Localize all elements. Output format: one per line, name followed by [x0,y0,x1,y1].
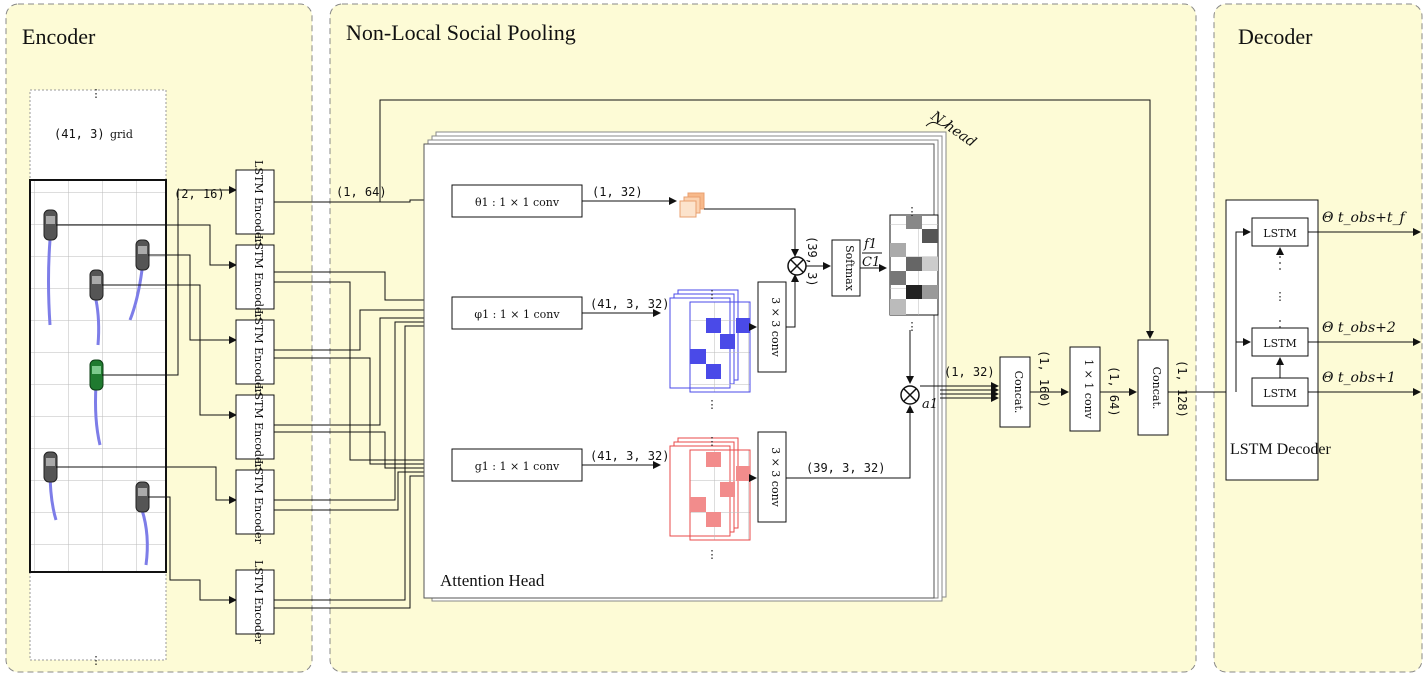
softmax-block [831,239,861,297]
grid-word-label: grid [110,128,133,141]
g-out-dim: (41, 3, 32) [590,449,669,463]
phi-3x3-conv-block [757,281,787,373]
conv1x1-block [1069,346,1101,432]
g-conv-to-mult [786,405,914,479]
phi-feature-map [669,289,751,393]
g-conv-label: g1 : 1 × 1 conv [475,460,560,473]
conv-phi-dim: (39, 3) [805,236,819,287]
lstm-encoder-label: LSTM Encoder [252,310,265,394]
attention-head-label: Attention Head [440,571,545,590]
output-tf-label: Θ t_obs+t_f [1322,210,1407,226]
att-out-dim: (1, 32) [944,365,995,379]
car-icon [43,451,58,483]
a1-label: a1 [922,397,938,412]
g-conv-block [451,448,583,482]
car-icon [43,209,58,241]
lstm-encoder-label: LSTM Encoder [252,235,265,319]
encoder-out-dim: (2, 16) [174,187,225,201]
conv1-out-dim: (1, 64) [1107,366,1121,417]
phi-conv-to-mult [786,274,799,328]
top-ellipsis: ⋮ [91,87,102,100]
output-2-label: Θ t_obs+2 [1322,320,1396,336]
pooling-title: Non-Local Social Pooling [346,20,576,45]
theta-feature-icon [679,192,705,218]
encoder-title: Encoder [22,24,96,49]
multiply-icon [900,385,920,405]
heads-output [920,382,999,402]
phi-conv-label: φ1 : 1 × 1 conv [474,308,560,321]
theta-conv-block [451,184,583,218]
decoder-ellipsis: ⋮ [1275,290,1286,303]
skip-connection [379,99,1154,339]
bottom-ellipsis: ⋮ [91,654,102,667]
decoder-links [1235,228,1421,396]
g-3x3-conv-block [757,431,787,523]
multiply-icon [787,256,807,276]
attention-map [889,214,939,316]
phi-3x3-conv-label: 3 × 3 conv [769,297,782,358]
attn-top-ellipsis: ⋮ [907,205,918,218]
g-top-ellipsis: ⋮ [707,435,718,448]
phi-bottom-ellipsis: ⋮ [707,398,718,411]
lstm-decoder-label: LSTM Decoder [1230,441,1332,458]
lstm-encoder-label: LSTM Encoder [252,460,265,544]
theta-conv-label: θ1 : 1 × 1 conv [475,196,560,209]
lstm-cell-label: LSTM [1263,387,1296,400]
theta-to-mult [704,208,799,257]
concat2-out-dim: (1, 128) [1175,360,1189,418]
softmax-label: Softmax [843,245,856,292]
attn-bottom-ellipsis: ⋮ [907,320,918,333]
decoder-title: Decoder [1238,24,1313,49]
concat1-out-dim: (1, 160) [1037,350,1051,408]
output-1-label: Θ t_obs+1 [1322,370,1396,386]
lstm-encoders: LSTM Encoder LSTM Encoder LSTM Encoder L… [235,160,275,645]
lstm-cell-label: LSTM [1263,227,1296,240]
conv-g-dim: (39, 3, 32) [806,461,885,475]
concat-block-2 [1137,339,1169,436]
car-icon [135,239,150,271]
lstm-encoder-label: LSTM Encoder [252,560,265,644]
conv1x1-label: 1 × 1 conv [1082,359,1095,420]
theta-out-dim: (1, 32) [592,185,643,199]
g-3x3-conv-label: 3 × 3 conv [769,447,782,508]
car-icon [135,481,150,513]
ego-car-icon [89,359,104,391]
lstm-encoder-label: LSTM Encoder [252,385,265,469]
grid-dims-label: (41, 3) [54,127,105,141]
g-bottom-ellipsis: ⋮ [707,548,718,561]
phi-conv-block [451,296,583,330]
theta-in-dim: (1, 64) [336,185,387,199]
lstm-encoder-label: LSTM Encoder [252,160,265,244]
concat-block-1 [999,356,1031,428]
phi-out-dim: (41, 3, 32) [590,297,669,311]
c1-label: C1 [862,255,880,270]
concat-label-1: Concat. [1012,371,1025,414]
lstm-cell-label: LSTM [1263,337,1296,350]
phi-top-ellipsis: ⋮ [707,288,718,301]
car-connectors [56,186,237,604]
f1-label: f1 [863,237,877,252]
nhead-brace [925,121,953,127]
g-feature-map [669,437,751,541]
car-icon [89,269,104,301]
concat-label-2: Concat. [1150,367,1163,410]
